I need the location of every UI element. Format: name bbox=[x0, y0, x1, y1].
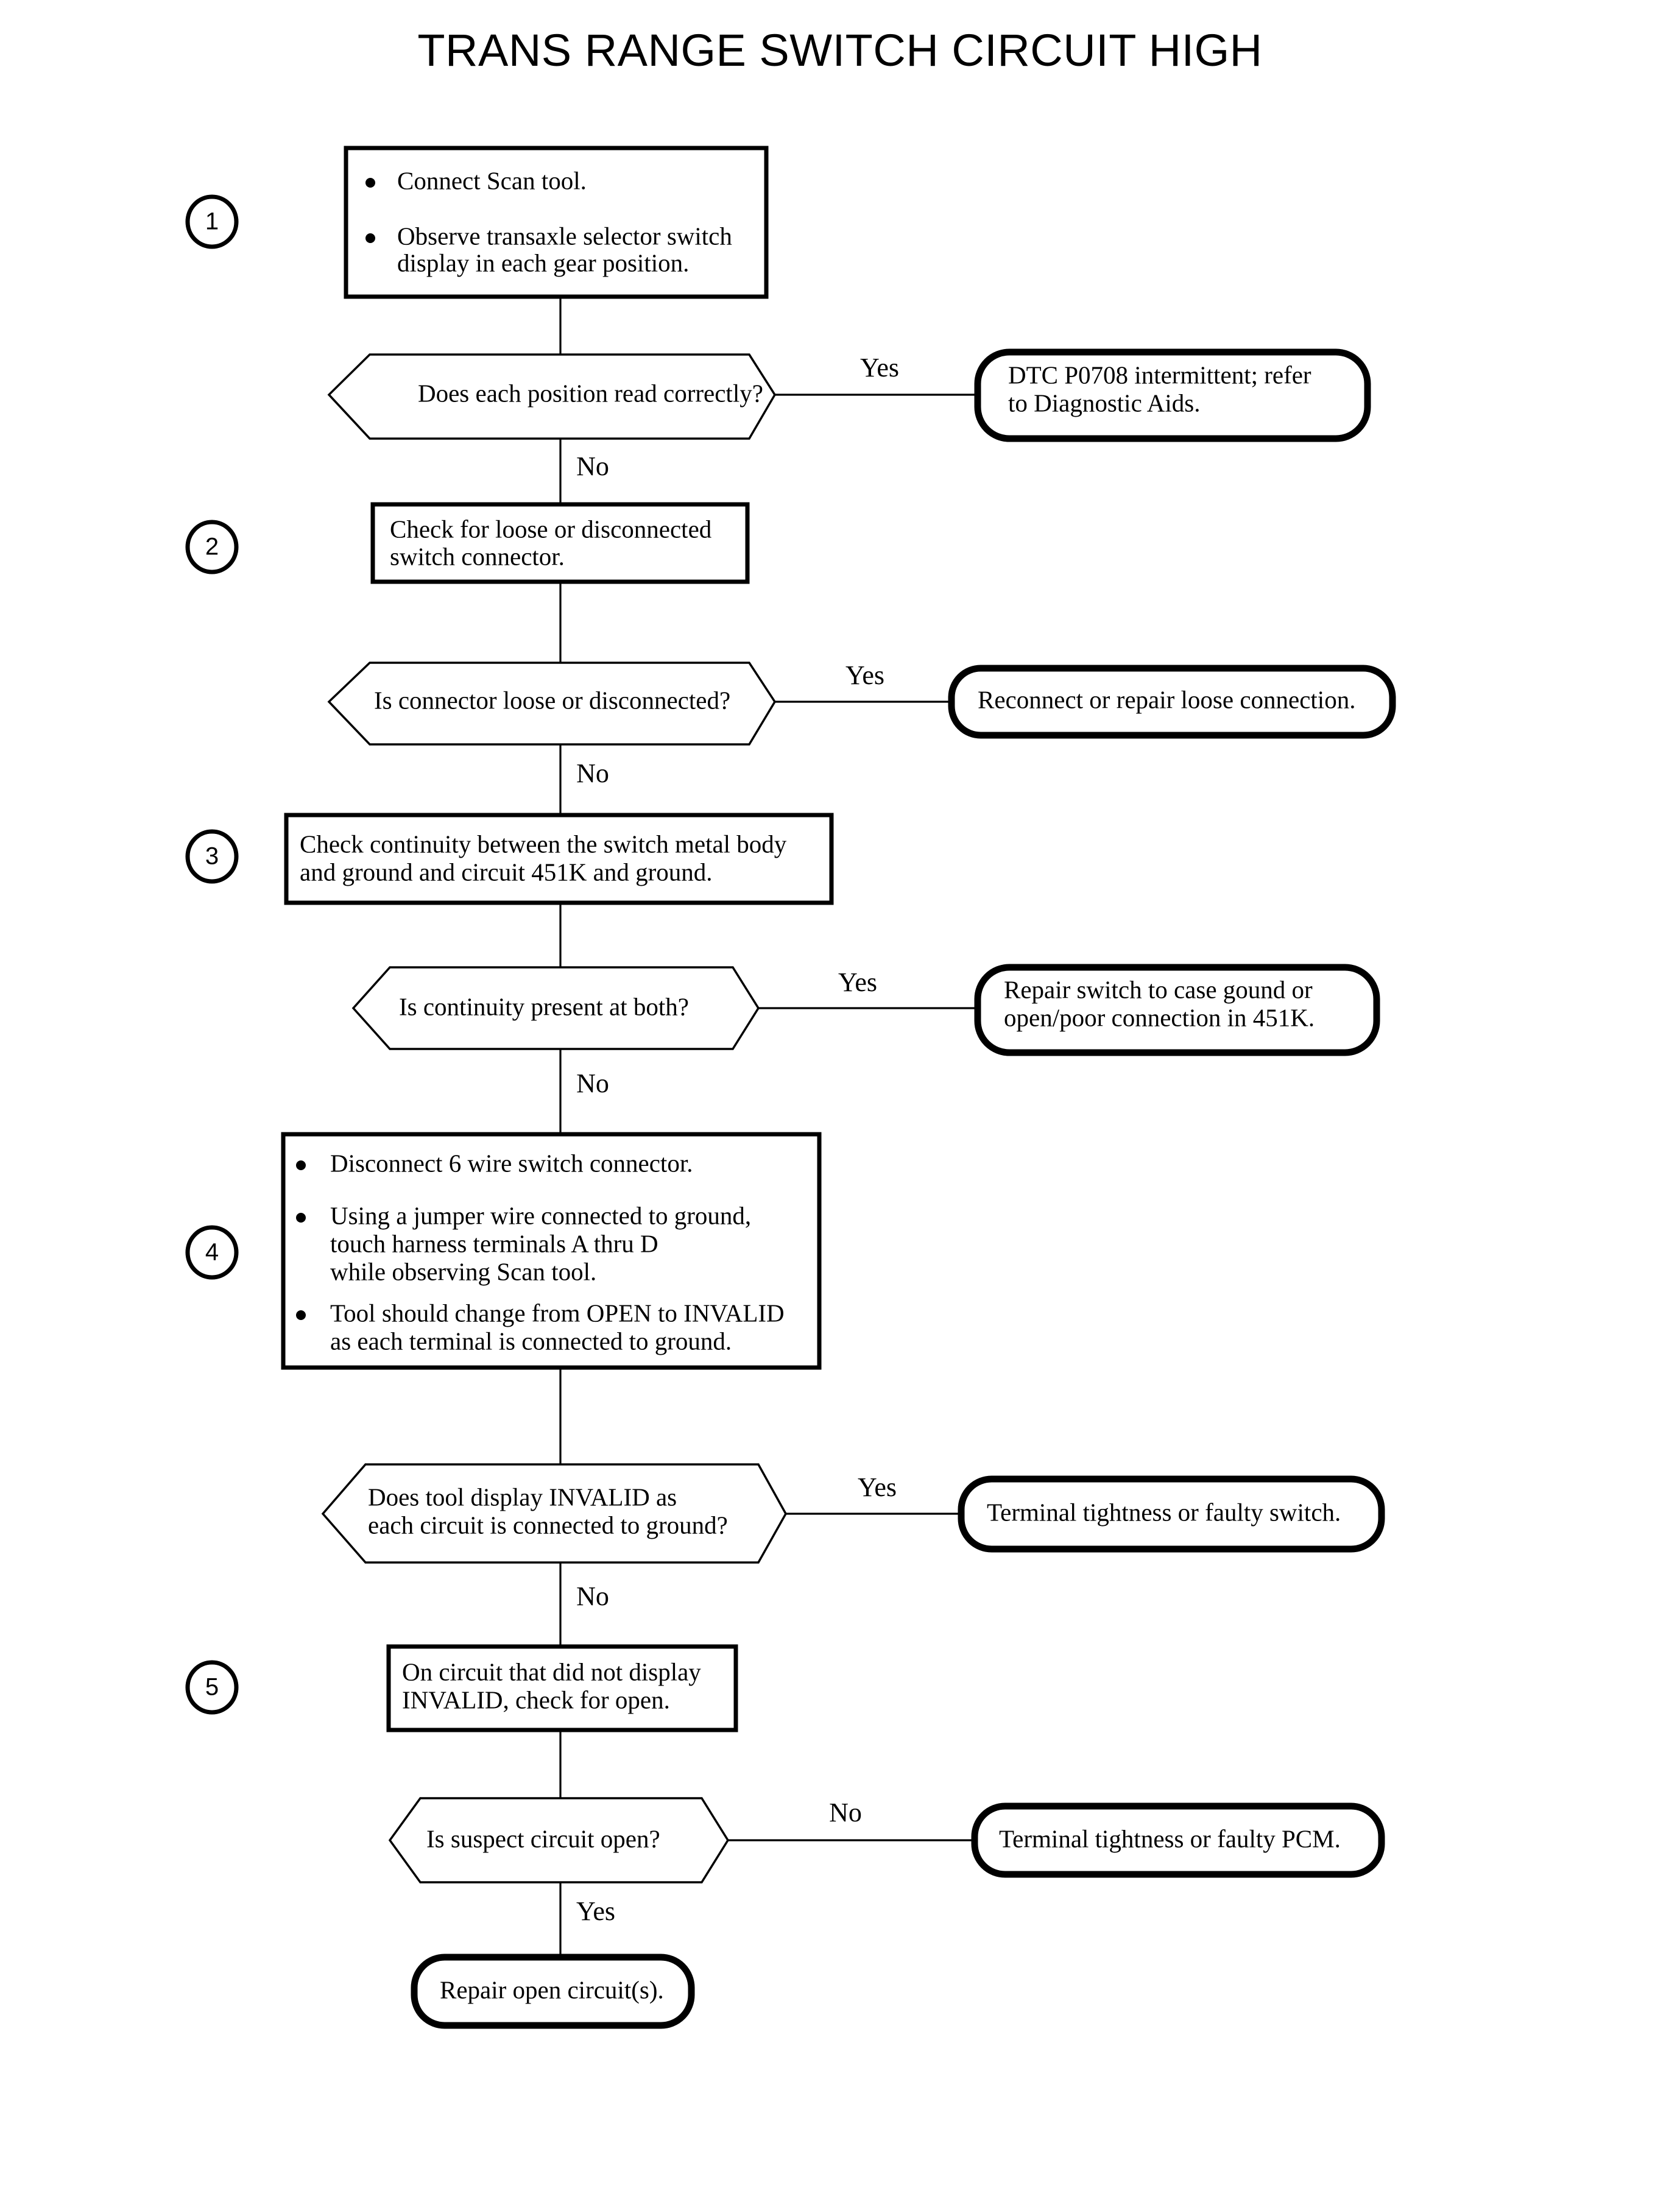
step-marker-4 bbox=[185, 1225, 239, 1280]
decision-5-group: Is suspect circuit open? No Yes bbox=[388, 1797, 862, 1926]
terminator-1-group: DTC P0708 intermittent; refer to Diagnos… bbox=[974, 348, 1371, 442]
decision-1-label: Does each position read correctly? bbox=[418, 379, 763, 407]
terminator-box-5 bbox=[971, 1802, 1385, 1878]
decision-4-group: Does tool display INVALID as each circui… bbox=[321, 1463, 897, 1611]
branch-label-no-5: No bbox=[829, 1798, 862, 1827]
decision-hex-2 bbox=[327, 662, 777, 746]
decision-3-group: Is continuity present at both? Yes No bbox=[351, 966, 877, 1098]
terminator-3-group: Repair switch to case gound or open/poor… bbox=[974, 964, 1380, 1056]
decision-hex-5 bbox=[388, 1797, 730, 1883]
decision-4-line-2: each circuit is connected to ground? bbox=[368, 1511, 728, 1539]
step-4-group: 4 Disconnect 6 wire switch connector. Us… bbox=[185, 1132, 822, 1370]
connector-lines bbox=[559, 297, 978, 1957]
process-3-line-1: Check continuity between the switch meta… bbox=[300, 830, 787, 858]
terminator-box-2 bbox=[948, 665, 1396, 739]
process-4-bullet-3-line-1: Tool should change from OPEN to INVALID bbox=[330, 1299, 785, 1327]
terminator-3-line-1: Repair switch to case gound or bbox=[1004, 975, 1313, 1003]
process-2-line-1: Check for loose or disconnected bbox=[390, 515, 711, 543]
terminator-1-line-1: DTC P0708 intermittent; refer bbox=[1008, 361, 1311, 389]
branch-label-yes-1: Yes bbox=[860, 353, 899, 383]
process-4-bullet-2-line-3: while observing Scan tool. bbox=[330, 1257, 596, 1285]
decision-5-label: Is suspect circuit open? bbox=[426, 1824, 660, 1852]
process-5-line-1: On circuit that did not display bbox=[402, 1658, 701, 1686]
step-marker-5-label: 5 bbox=[205, 1674, 219, 1701]
terminator-4-group: Terminal tightness or faulty switch. bbox=[958, 1475, 1385, 1553]
decision-hex-3 bbox=[351, 966, 760, 1050]
step-marker-3 bbox=[185, 829, 239, 884]
branch-label-yes-2: Yes bbox=[845, 660, 884, 690]
branch-label-no-4: No bbox=[576, 1581, 609, 1611]
process-box-5 bbox=[386, 1644, 738, 1732]
step-marker-5 bbox=[185, 1660, 239, 1715]
process-4-bullet-1: Disconnect 6 wire switch connector. bbox=[330, 1149, 693, 1177]
bullet-icon bbox=[365, 233, 375, 243]
terminator-box-4 bbox=[958, 1475, 1385, 1553]
terminator-5-group: Terminal tightness or faulty PCM. bbox=[971, 1802, 1385, 1878]
step-1-group: 1 Connect Scan tool. Observe transaxle s… bbox=[185, 146, 769, 299]
process-3-line-2: and ground and circuit 451K and ground. bbox=[300, 858, 712, 886]
process-box-3 bbox=[284, 813, 834, 905]
terminator-4-label: Terminal tightness or faulty switch. bbox=[987, 1498, 1341, 1526]
process-2-line-2: switch connector. bbox=[390, 542, 565, 570]
terminator-3-line-2: open/poor connection in 451K. bbox=[1004, 1003, 1315, 1031]
process-1-bullet-1: Connect Scan tool. bbox=[397, 166, 587, 194]
terminator-2-label: Reconnect or repair loose connection. bbox=[978, 685, 1355, 713]
terminator-2-group: Reconnect or repair loose connection. bbox=[948, 665, 1396, 739]
branch-label-yes-5: Yes bbox=[576, 1896, 615, 1926]
bullet-icon bbox=[365, 178, 375, 188]
process-4-bullet-2-line-1: Using a jumper wire connected to ground, bbox=[330, 1201, 751, 1229]
process-box-2 bbox=[370, 502, 750, 584]
step-marker-2 bbox=[185, 520, 239, 574]
branch-label-no-2: No bbox=[576, 758, 609, 788]
page-title: TRANS RANGE SWITCH CIRCUIT HIGH bbox=[417, 25, 1263, 76]
step-marker-1 bbox=[185, 194, 239, 249]
process-5-line-2: INVALID, check for open. bbox=[402, 1686, 670, 1714]
branch-label-yes-4: Yes bbox=[858, 1472, 897, 1502]
step-2-group: 2 Check for loose or disconnected switch… bbox=[185, 502, 750, 584]
bullet-icon bbox=[296, 1310, 306, 1320]
process-4-bullet-2-line-2: touch harness terminals A thru D bbox=[330, 1229, 658, 1257]
step-marker-2-label: 2 bbox=[205, 534, 219, 560]
step-marker-4-label: 4 bbox=[205, 1239, 219, 1266]
process-1-bullet-2-line-2: display in each gear position. bbox=[397, 249, 689, 277]
decision-hex-1 bbox=[327, 353, 777, 440]
decision-2-label: Is connector loose or disconnected? bbox=[374, 686, 730, 714]
step-5-group: 5 On circuit that did not display INVALI… bbox=[185, 1644, 738, 1732]
bullet-icon bbox=[296, 1160, 306, 1170]
process-box-4 bbox=[281, 1132, 822, 1370]
terminator-6-label: Repair open circuit(s). bbox=[440, 1975, 664, 2003]
terminator-6-group: Repair open circuit(s). bbox=[411, 1954, 695, 2029]
decision-2-group: Is connector loose or disconnected? Yes … bbox=[327, 660, 884, 788]
bullet-icon bbox=[296, 1213, 306, 1223]
branch-label-no-3: No bbox=[576, 1068, 609, 1098]
terminator-box-1 bbox=[974, 348, 1371, 442]
branch-label-no-1: No bbox=[576, 451, 609, 481]
terminator-5-label: Terminal tightness or faulty PCM. bbox=[999, 1824, 1341, 1852]
process-4-bullet-3-line-2: as each terminal is connected to ground. bbox=[330, 1327, 732, 1355]
decision-3-label: Is continuity present at both? bbox=[399, 992, 689, 1020]
process-box-1 bbox=[344, 146, 769, 299]
terminator-box-3 bbox=[974, 964, 1380, 1056]
decision-1-group: Does each position read correctly? Yes N… bbox=[327, 353, 899, 481]
step-3-group: 3 Check continuity between the switch me… bbox=[185, 813, 834, 905]
decision-4-line-1: Does tool display INVALID as bbox=[368, 1483, 677, 1511]
step-marker-1-label: 1 bbox=[205, 208, 219, 235]
step-marker-3-label: 3 bbox=[205, 843, 219, 870]
process-1-bullet-2-line-1: Observe transaxle selector switch bbox=[397, 222, 732, 250]
terminator-box-6 bbox=[411, 1954, 695, 2029]
terminator-1-line-2: to Diagnostic Aids. bbox=[1008, 389, 1200, 417]
branch-label-yes-3: Yes bbox=[838, 967, 877, 997]
decision-hex-4 bbox=[321, 1463, 788, 1564]
